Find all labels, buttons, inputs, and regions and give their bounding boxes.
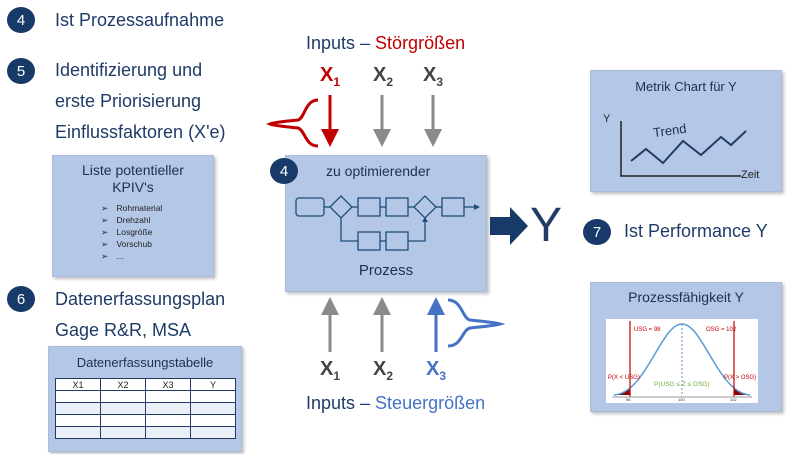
bottom-x3: X3	[426, 358, 446, 383]
table-row	[55, 402, 236, 415]
kpiv-item: Drehzahl	[101, 214, 213, 226]
bottom-inputs-title: Inputs – Steuergrößen	[306, 393, 485, 414]
kpiv-title-line: KPIV's	[112, 179, 154, 195]
step-4-label: Ist Prozessaufnahme	[55, 10, 225, 30]
table-row	[55, 426, 236, 439]
step-5-line: Identifizierung und	[55, 60, 203, 80]
step-6-line: Datenerfassungsplan	[55, 289, 226, 309]
disturbance-label: Störgrößen	[375, 33, 466, 53]
inputs-prefix: Inputs –	[306, 393, 376, 413]
p-mid-label: P(USG ≤ Z ≤ OSG)	[654, 381, 710, 388]
output-y: Y	[530, 199, 563, 252]
step-badge-4: 4	[7, 7, 35, 33]
var-letter: X	[320, 64, 334, 86]
var-letter: X	[373, 64, 387, 86]
step-badge-5: 5	[7, 58, 35, 84]
process-title: zu optimierender	[326, 163, 431, 179]
kpiv-item: Vorschub	[101, 238, 213, 250]
top-x1: X1	[320, 64, 340, 89]
process-label: Prozess	[358, 262, 414, 279]
var-letter: X	[320, 358, 334, 380]
var-index: 1	[333, 75, 341, 89]
step-5-label: Identifizierung und erste Priorisierung …	[55, 55, 226, 148]
kpiv-item: Losgröße	[101, 226, 213, 238]
step-5-line: erste Priorisierung	[55, 91, 202, 111]
step-6-line: Gage R&R, MSA	[55, 320, 192, 340]
data-table-title: Datenerfassungstabelle	[76, 355, 214, 370]
process-badge-4: 4	[270, 158, 298, 184]
data-collection-table-box: Datenerfassungstabelle X1 X2 X3 Y	[48, 346, 242, 452]
step-badge-7: 7	[583, 219, 611, 245]
metric-chart-box: Metrik Chart für Y Y Zeit Trend	[590, 70, 782, 192]
control-label: Steuergrößen	[375, 393, 486, 413]
x-tick: 102	[730, 397, 737, 402]
var-index: 3	[439, 369, 447, 383]
kpiv-item: Rohmaterial	[101, 202, 213, 214]
metric-chart-graphic	[620, 121, 747, 177]
table-header-row: X1 X2 X3 Y	[55, 378, 236, 391]
step-5-line: Einflussfaktoren (X'e)	[55, 122, 226, 142]
p-high-label: P(X > OSG)	[724, 375, 757, 381]
x-tick: 98	[626, 397, 631, 402]
var-letter: X	[426, 358, 440, 380]
usg-label: USG = 98	[634, 327, 661, 333]
kpiv-title-line: Liste potentieller	[82, 162, 184, 178]
var-index: 2	[386, 369, 394, 383]
var-index: 3	[436, 75, 444, 89]
var-index: 1	[333, 369, 341, 383]
var-letter: X	[423, 64, 437, 86]
metric-y-label: Y	[603, 113, 611, 125]
metric-x-label: Zeit	[741, 169, 760, 181]
top-inputs-title: Inputs – Störgrößen	[306, 33, 465, 54]
kpiv-title: Liste potentieller KPIV's	[53, 162, 213, 196]
var-letter: X	[373, 358, 387, 380]
process-box: zu optimierender	[285, 155, 487, 292]
step-6-label: Datenerfassungsplan Gage R&R, MSA	[55, 284, 225, 346]
bottom-x1: X1	[320, 358, 340, 383]
kpiv-list: Rohmaterial Drehzahl Losgröße Vorschub .…	[101, 202, 213, 262]
top-x3: X3	[423, 64, 443, 89]
table-row	[55, 390, 236, 403]
metric-chart-title: Metrik Chart für Y	[635, 79, 737, 94]
step-7-label: Ist Performance Y	[624, 221, 768, 241]
capability-box: Prozessfähigkeit Y USG = 98 OSG = 102 P(…	[590, 282, 782, 412]
top-x2: X2	[373, 64, 393, 89]
capability-title: Prozessfähigkeit Y	[628, 289, 744, 305]
var-index: 2	[386, 75, 394, 89]
p-low-label: P(X < USG)	[608, 375, 640, 381]
blue-distribution-curve	[447, 298, 506, 348]
osg-label: OSG = 102	[706, 327, 737, 333]
kpiv-item: ...	[101, 250, 213, 262]
red-distribution-curve	[265, 98, 319, 148]
table-row	[55, 414, 236, 427]
step-badge-6: 6	[7, 286, 35, 312]
data-collection-table: X1 X2 X3 Y	[55, 378, 236, 439]
output-arrow	[490, 207, 528, 245]
process-flow-icon	[295, 195, 480, 251]
capability-chart: USG = 98 OSG = 102 P(X < USG) P(X > OSG)…	[606, 319, 758, 403]
x-tick: 100	[678, 397, 685, 402]
normal-curve	[612, 321, 752, 398]
inputs-prefix: Inputs –	[306, 33, 376, 53]
kpiv-list-box: Liste potentieller KPIV's Rohmaterial Dr…	[52, 155, 214, 277]
bottom-x2: X2	[373, 358, 393, 383]
